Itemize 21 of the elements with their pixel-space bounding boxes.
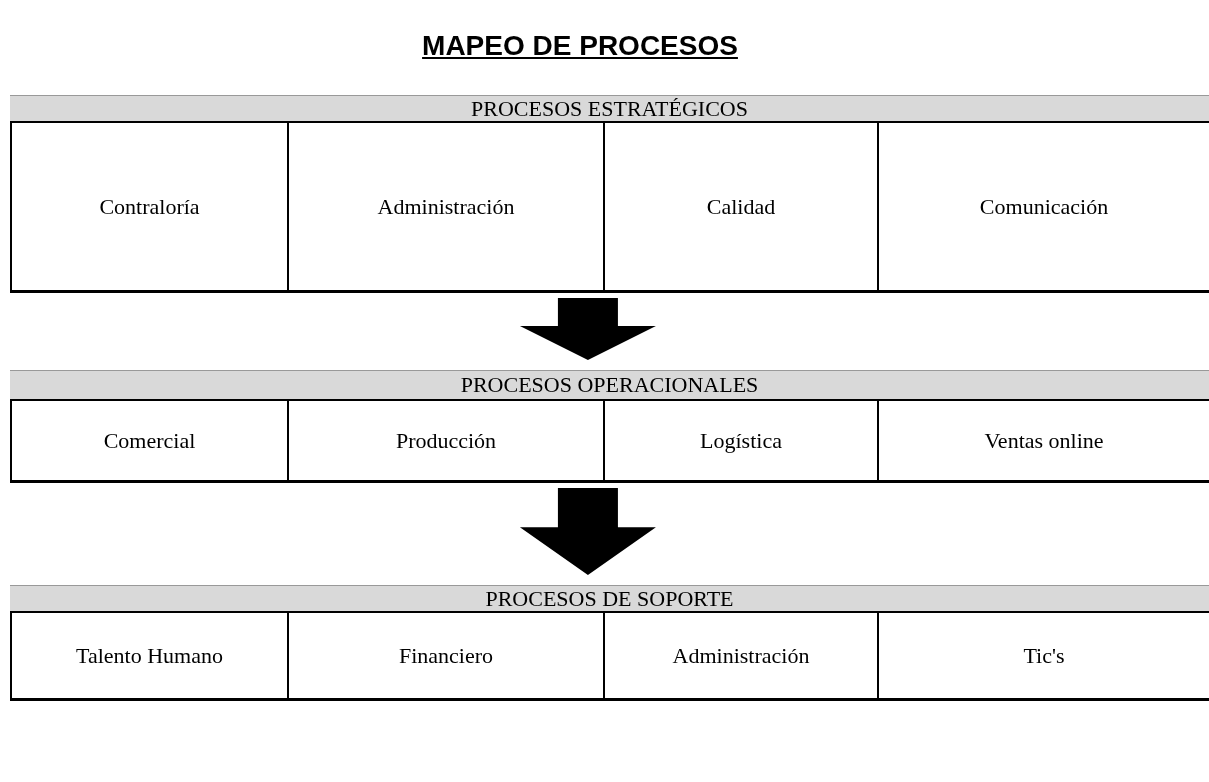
process-cell: Talento Humano [10,613,287,701]
section-title: PROCESOS OPERACIONALES [10,371,1209,401]
process-cell: Ventas online [877,401,1209,483]
process-section [10,95,1209,292]
process-section [10,585,1209,700]
process-cell: Administración [603,613,877,701]
process-cell: Tic's [877,613,1209,701]
section-title: PROCESOS ESTRATÉGICOS [10,96,1209,123]
process-cell: Comercial [10,401,287,483]
process-cell: Logística [603,401,877,483]
block-arrow [519,298,656,360]
process-cell: Financiero [287,613,603,701]
title: MAPEO DE PROCESOS [422,30,738,61]
section-title: PROCESOS DE SOPORTE [10,586,1209,613]
process-cell: Contraloría [10,123,287,293]
process-cell: Administración [287,123,603,293]
process-cell: Producción [287,401,603,483]
block-arrow [519,488,656,575]
process-section [10,370,1209,482]
process-cell: Comunicación [877,123,1209,293]
process-cell: Calidad [603,123,877,293]
